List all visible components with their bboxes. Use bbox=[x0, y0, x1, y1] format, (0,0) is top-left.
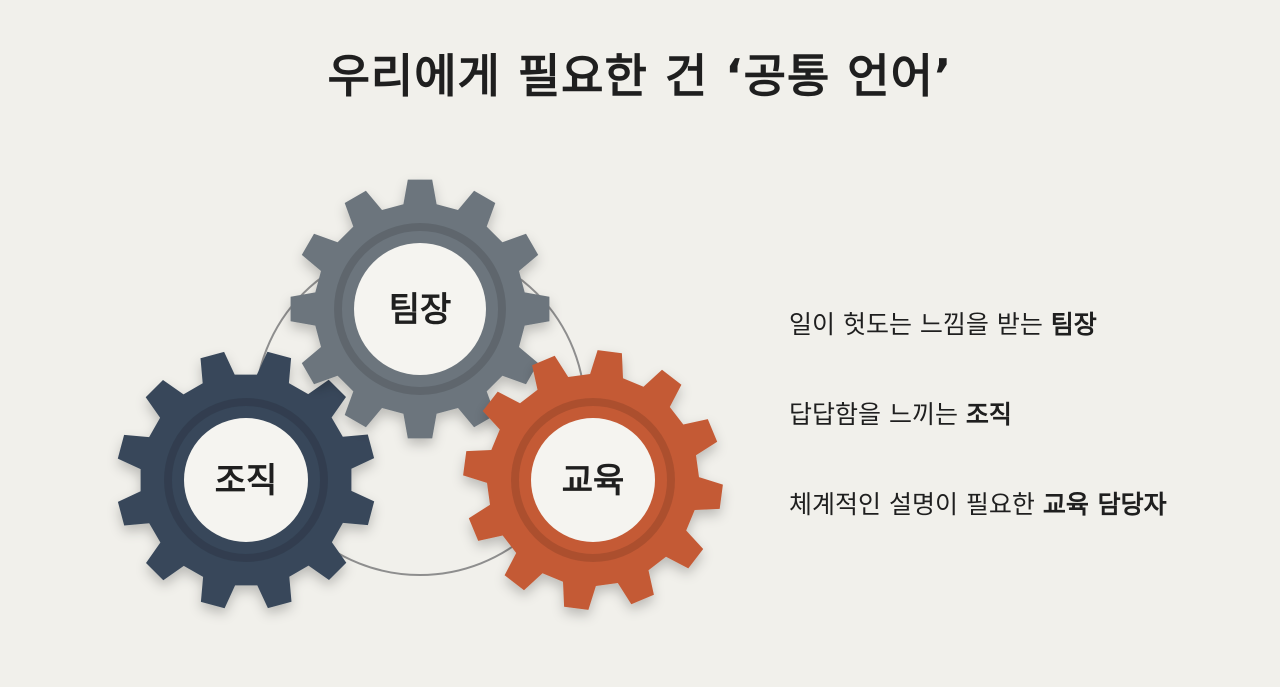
description-text: 체계적인 설명이 필요한 bbox=[789, 490, 1035, 519]
education-gear bbox=[463, 350, 723, 610]
education-gear-hub bbox=[531, 418, 655, 542]
organization-gear-hub-ring bbox=[164, 398, 328, 562]
organization-gear bbox=[117, 351, 375, 609]
description-emphasis: 팀장 bbox=[1050, 310, 1097, 339]
description-item-education-manager: 체계적인 설명이 필요한 교육 담당자 bbox=[789, 482, 1259, 528]
slide-title: 우리에게 필요한 건 ‘공통 언어’ bbox=[327, 49, 953, 103]
description-emphasis: 조직 bbox=[965, 400, 1012, 429]
description-emphasis: 교육 담당자 bbox=[1042, 490, 1167, 519]
description-text: 일이 헛도는 느낌을 받는 bbox=[789, 310, 1043, 339]
education-gear-label: 교육 bbox=[562, 461, 625, 501]
organization-gear-label: 조직 bbox=[215, 461, 278, 501]
team-lead-gear bbox=[290, 179, 550, 439]
description-text: 답답함을 느끼는 bbox=[789, 400, 958, 429]
description-item-team-lead: 일이 헛도는 느낌을 받는 팀장 bbox=[789, 302, 1259, 348]
team-lead-gear-label: 팀장 bbox=[389, 290, 452, 330]
team-lead-gear-hub bbox=[354, 243, 486, 375]
education-gear-hub-ring bbox=[511, 398, 675, 562]
team-lead-gear-hub-ring bbox=[334, 223, 506, 395]
description-item-organization: 답답함을 느끼는 조직 bbox=[789, 392, 1259, 438]
organization-gear-hub bbox=[184, 418, 308, 542]
description-list: 일이 헛도는 느낌을 받는 팀장 답답함을 느끼는 조직 체계적인 설명이 필요… bbox=[789, 302, 1259, 572]
